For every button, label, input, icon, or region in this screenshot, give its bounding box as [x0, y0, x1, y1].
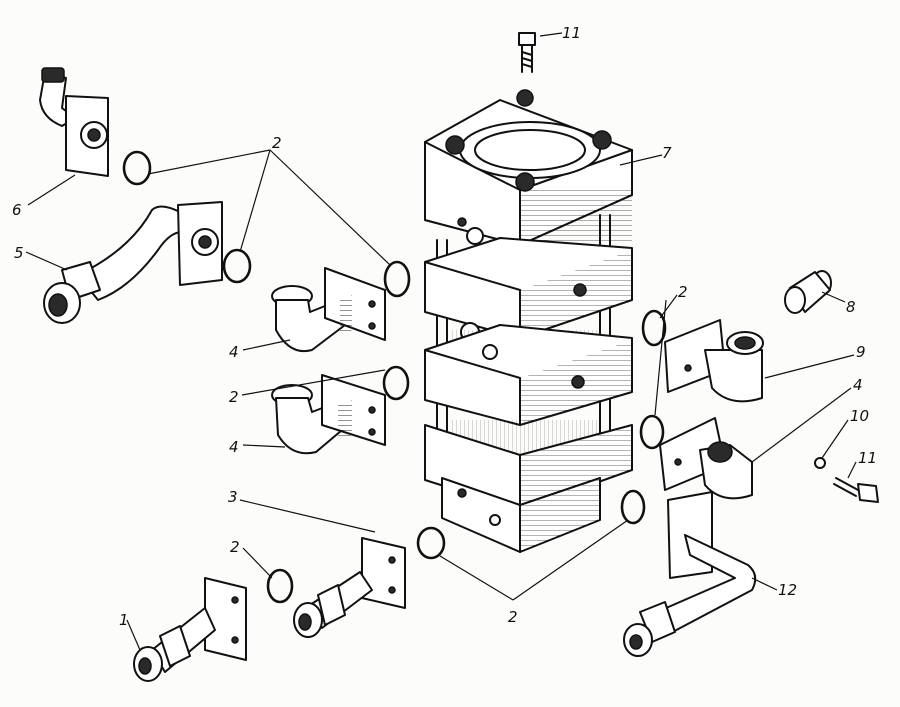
label-2-top: 2	[272, 134, 282, 152]
part-10-washer	[814, 457, 826, 469]
label-7: 7	[662, 144, 672, 162]
part-labels: 11 6 5 7 2 8 4 2 2 9 4 4 10 11 3 2 1 2 1…	[12, 24, 877, 629]
label-2-left: 2	[229, 388, 239, 406]
part-9-elbow-fitting	[664, 319, 764, 403]
label-1: 1	[119, 611, 129, 629]
port-hole	[482, 344, 498, 360]
part-4-right-elbow	[659, 417, 753, 500]
top-bolt	[516, 89, 534, 107]
o-ring	[620, 489, 646, 525]
valve-block-assembly	[424, 89, 633, 553]
bolt-11-top	[518, 32, 536, 73]
part-3-straight-fitting	[293, 537, 406, 638]
top-bolt	[592, 130, 612, 150]
o-rings	[122, 150, 667, 604]
label-10: 10	[850, 407, 869, 425]
label-5: 5	[14, 244, 24, 262]
part-5-long-elbow-pipe	[43, 201, 223, 324]
part-11-bolt	[833, 477, 879, 503]
o-ring	[639, 414, 665, 450]
o-ring	[416, 526, 446, 560]
o-ring	[641, 309, 667, 347]
label-11-top: 11	[562, 24, 581, 42]
label-6: 6	[12, 201, 22, 219]
label-9: 9	[856, 343, 866, 361]
part-4-lower-left-elbow	[271, 374, 386, 455]
o-ring	[382, 365, 410, 401]
part-6-elbow-flange	[39, 67, 109, 177]
label-2-bottom: 2	[508, 608, 518, 626]
label-4-lower: 4	[229, 438, 239, 456]
label-4-right: 4	[853, 376, 863, 394]
label-2-lower-left: 2	[230, 538, 240, 556]
part-1-straight-fitting	[133, 577, 247, 682]
top-bolt	[445, 135, 465, 155]
label-3: 3	[228, 488, 238, 506]
top-bolt	[515, 172, 535, 192]
port-hole	[466, 227, 484, 245]
o-ring	[383, 260, 411, 298]
part-8-union-fitting	[784, 270, 832, 314]
o-ring	[122, 150, 152, 186]
o-ring	[266, 568, 294, 604]
label-11-right: 11	[858, 449, 877, 467]
leader-lines	[25, 32, 857, 651]
label-8: 8	[846, 298, 856, 316]
label-2-right: 2	[678, 283, 688, 301]
part-4-upper-left-elbow	[271, 267, 386, 352]
part-12-long-elbow-pipe	[623, 491, 757, 657]
o-ring	[222, 248, 252, 284]
label-4-upper: 4	[229, 343, 239, 361]
label-12: 12	[778, 581, 797, 599]
